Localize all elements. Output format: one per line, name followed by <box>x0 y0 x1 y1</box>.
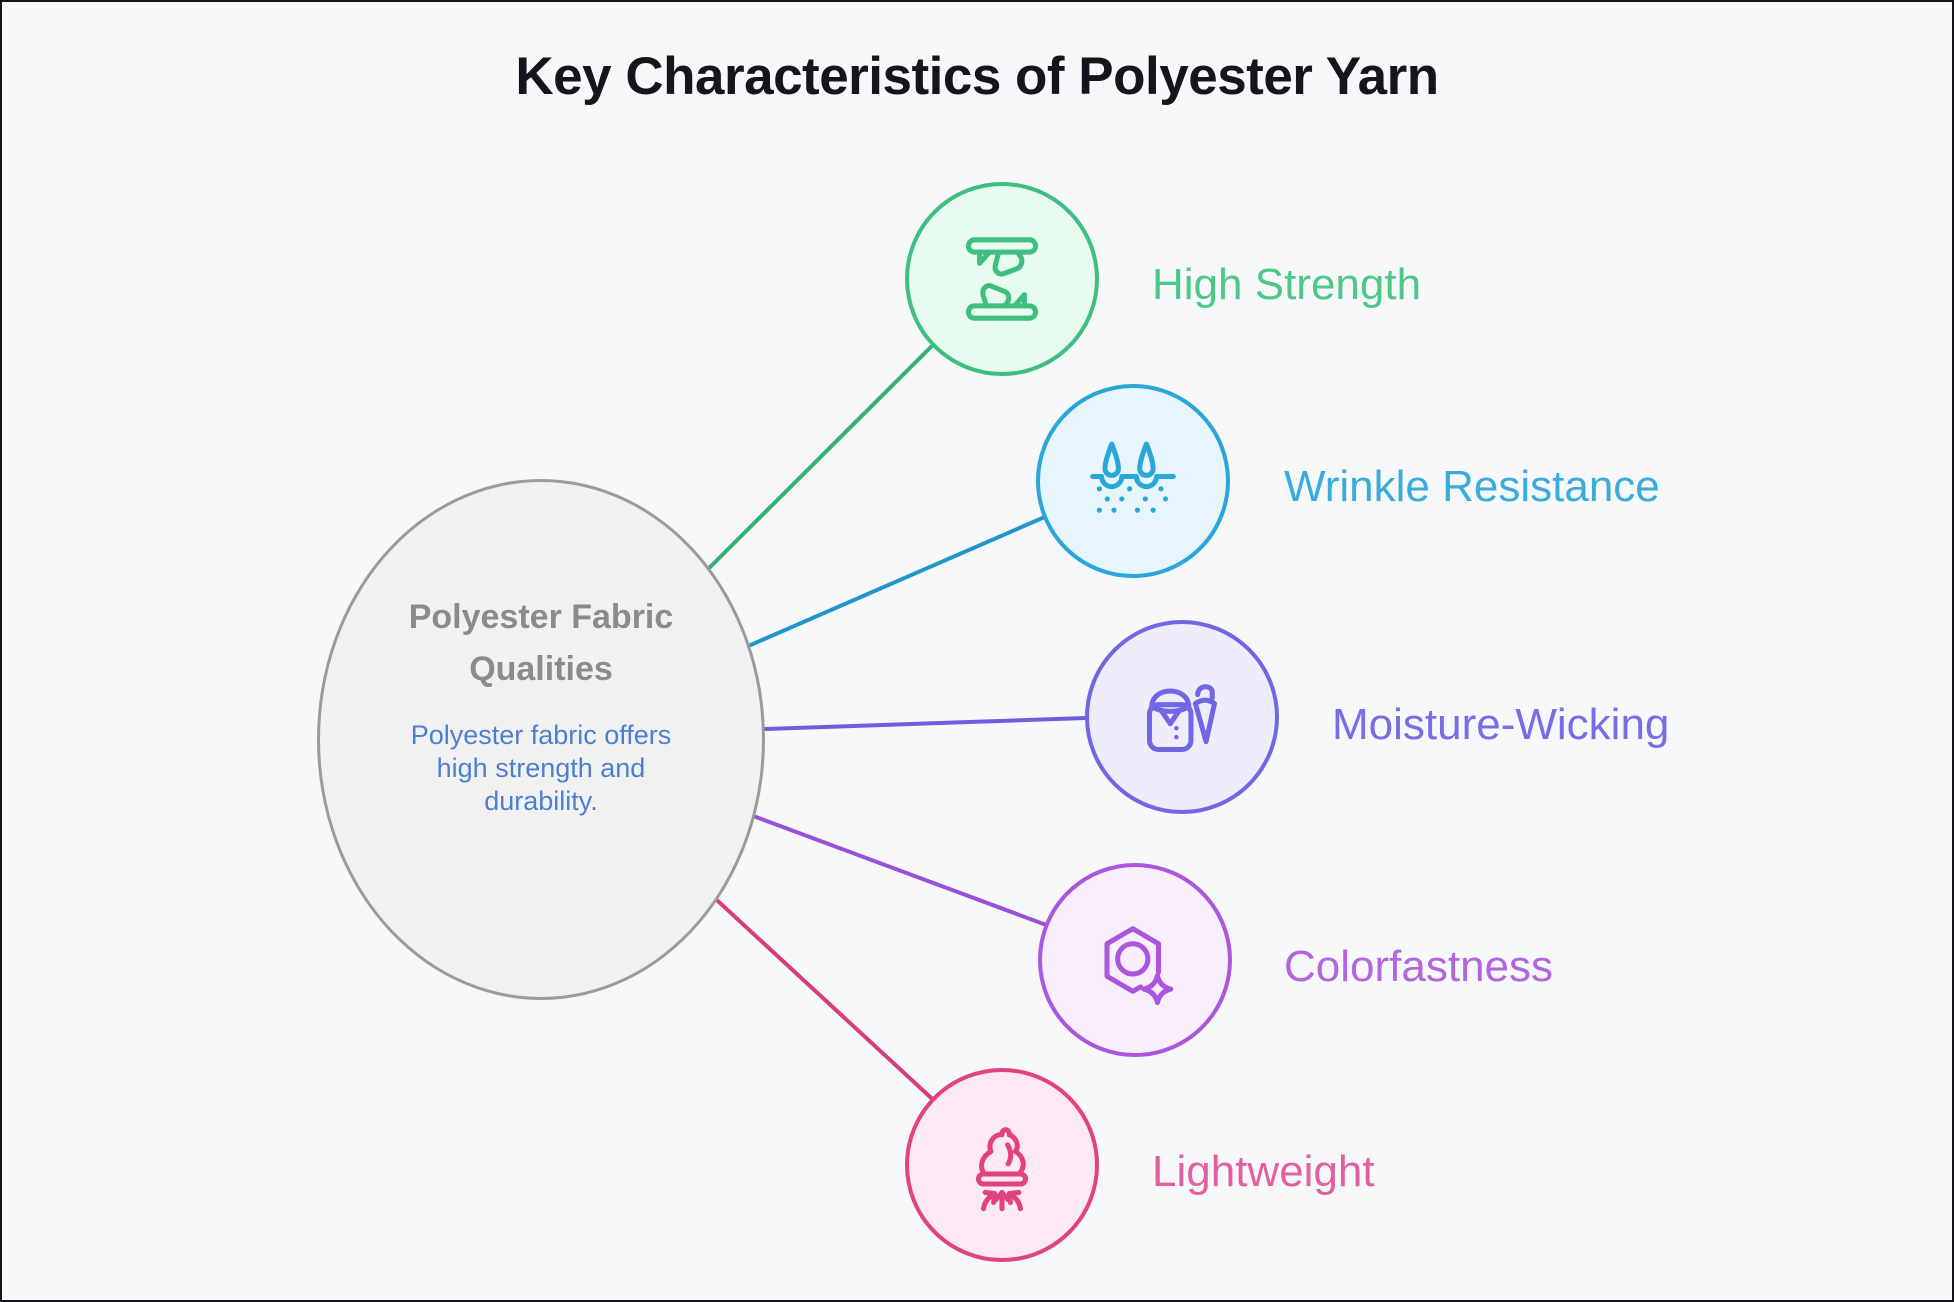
hexagon-sparkle-icon <box>1104 926 1174 1006</box>
node-moisture-wicking <box>1085 620 1279 814</box>
node-label-moisture-wicking: Moisture-Wicking <box>1332 700 1670 749</box>
node-label-high-strength: High Strength <box>1152 260 1422 309</box>
center-node: Polyester Fabric Qualities Polyester fab… <box>317 479 765 1000</box>
center-node-description: Polyester fabric offers high strength an… <box>410 720 672 816</box>
node-label-colorfastness: Colorfastness <box>1284 942 1554 991</box>
node-label-lightweight: Lightweight <box>1152 1147 1375 1196</box>
lift-arrows-icon <box>975 1127 1029 1212</box>
node-wrinkle-resistance <box>1036 384 1230 578</box>
raincoat-umbrella-icon <box>1147 684 1217 752</box>
skin-hairs-icon <box>1090 441 1176 513</box>
node-high-strength <box>905 182 1099 376</box>
torn-fabric-icon <box>965 237 1039 321</box>
page-title: Key Characteristics of Polyester Yarn <box>515 47 1439 106</box>
node-label-wrinkle-resistance: Wrinkle Resistance <box>1284 462 1660 511</box>
node-colorfastness <box>1038 863 1232 1057</box>
center-node-title: Polyester Fabric Qualities <box>408 598 674 688</box>
node-lightweight <box>905 1068 1099 1262</box>
